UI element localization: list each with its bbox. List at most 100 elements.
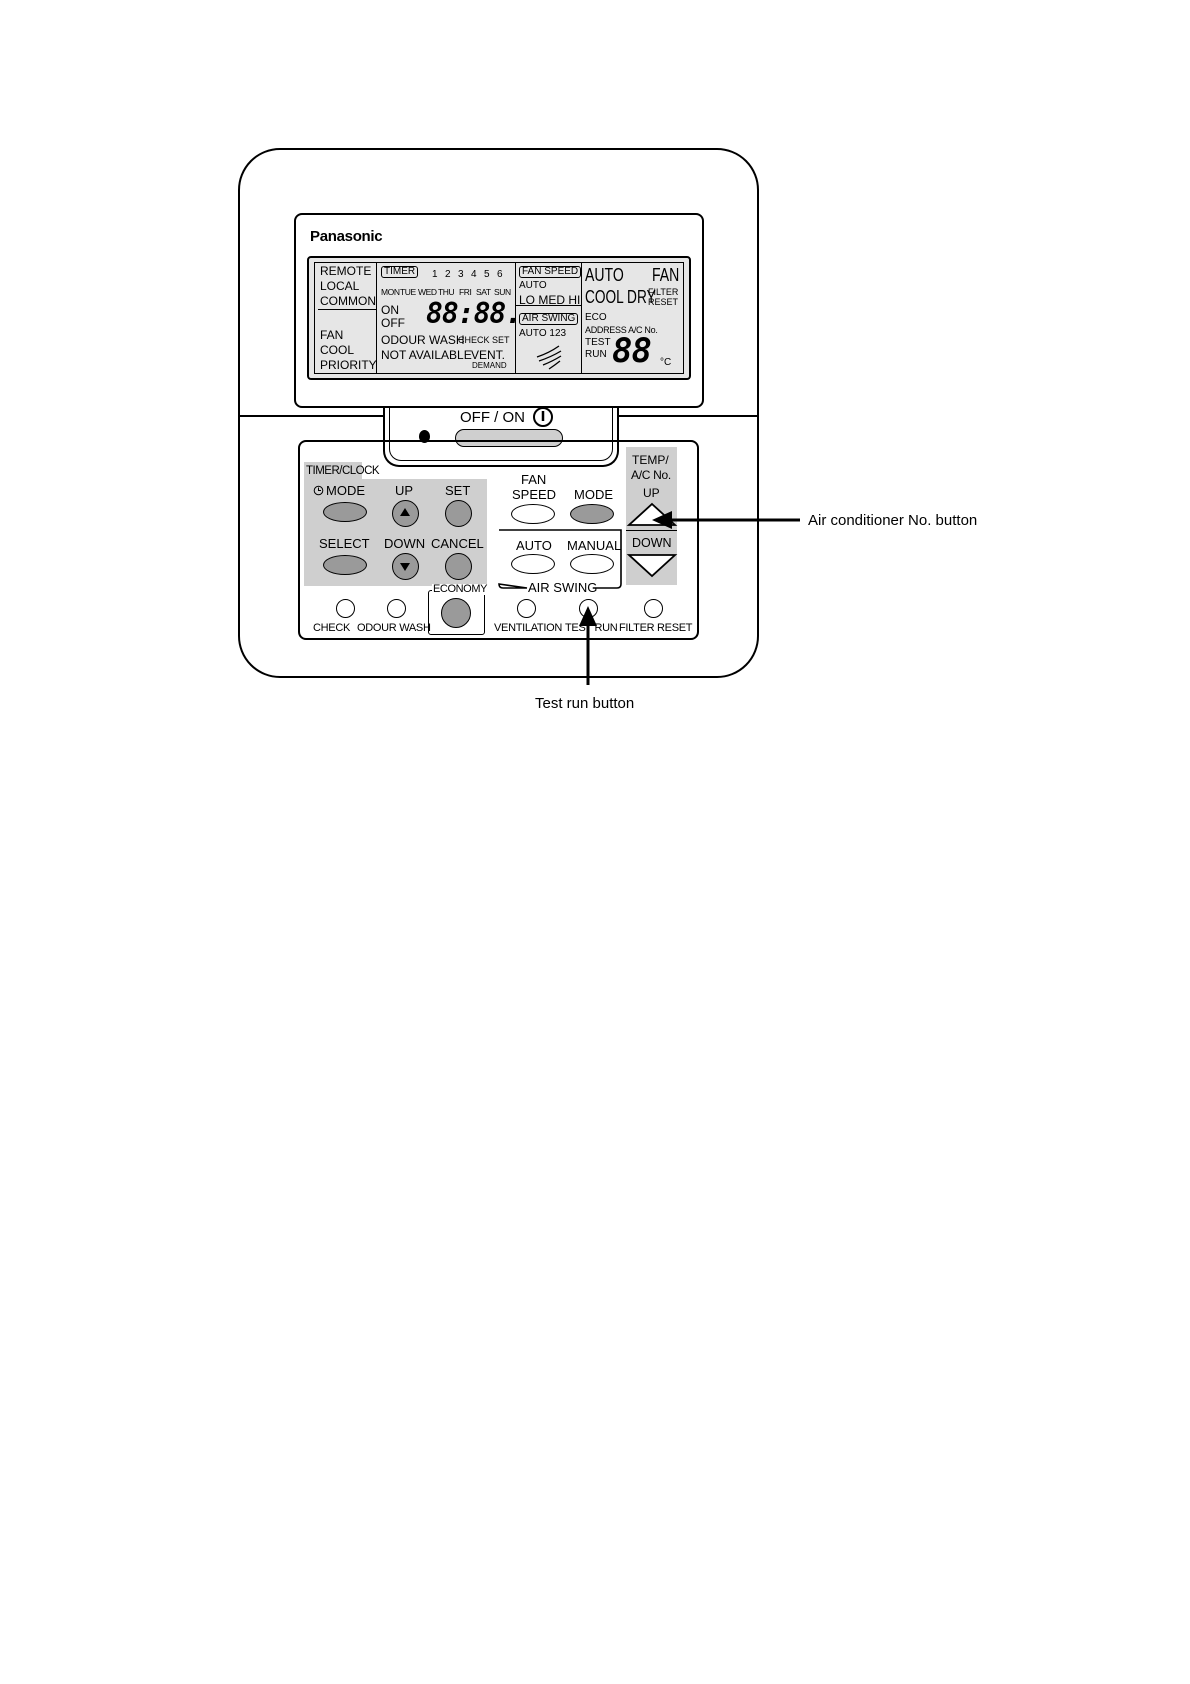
fan-speed-button[interactable] [511,504,555,524]
lcd-day: MON [381,287,400,297]
lcd-cool: COOL [320,343,355,357]
lcd-number: 1 [432,269,438,280]
lcd-remote: REMOTE [320,264,372,278]
off-on-button[interactable] [455,429,563,447]
air-swing-auto-button[interactable] [511,554,555,574]
select-button[interactable] [323,555,367,575]
lcd-fan-speed-box: FAN SPEED [519,266,582,278]
swing-louver-icon [536,345,562,370]
temp-down-label: DOWN [632,536,672,550]
test-run-label: TEST RUN [565,622,618,634]
lcd-day: FRI [459,287,472,297]
lcd-divider [581,262,582,374]
lcd-inner-border [314,262,684,374]
lcd-air-swing-box: AIR SWING [519,313,579,325]
mode2-label: MODE [574,487,613,502]
cancel-button[interactable] [445,553,472,580]
economy-button[interactable] [441,598,471,628]
lcd-divider [376,262,377,374]
power-label: OFF / ON [460,409,525,426]
filter-reset-label: FILTER RESET [619,622,693,634]
odour-wash-button[interactable] [387,599,406,618]
mode-label: MODE [326,483,365,498]
set-label: SET [445,483,471,498]
clock-icon [313,485,324,496]
lcd-number: 6 [497,269,503,280]
remote-controller-body [238,148,759,678]
lcd-mode-fan: FAN [652,265,680,285]
brand-logo: Panasonic [310,228,383,245]
odour-wash-label: ODOUR WASH [357,622,431,634]
down-label: DOWN [384,536,426,551]
ac-no-arrowhead [652,511,672,529]
timer-set-button[interactable] [445,500,472,527]
power-notch-inner [389,408,613,461]
lcd-fan: FAN [320,328,344,342]
lcd-vent: VENT. [471,348,506,362]
manual-label: MANUAL [567,538,622,553]
auto-label: AUTO [516,538,552,553]
temp-down-button[interactable] [626,553,678,579]
timer-up-button[interactable] [392,500,419,527]
test-run-arrowhead [579,606,597,626]
filter-reset-button[interactable] [644,599,663,618]
lcd-off: OFF [381,316,405,330]
lcd-number: 3 [458,269,464,280]
lcd-mode-cool-dry: COOL DRY [585,287,656,307]
lcd-local: LOCAL [320,279,360,293]
temp-label: TEMP/ [632,453,669,467]
lcd-day: SUN [494,287,511,297]
timer-clock-label-bg [304,462,362,482]
lcd-timer: TIMER [381,266,419,278]
lcd-fan-speed-levels: LO MED HI [519,293,581,307]
lcd-day: TUE [400,287,416,297]
check-button[interactable] [336,599,355,618]
lcd-number: 2 [445,269,451,280]
lcd-day: THU [438,287,455,297]
timer-down-button[interactable] [392,553,419,580]
lcd-address-ac-no: ADDRESS A/C No. [585,325,658,335]
fan-label: FAN [521,472,547,487]
economy-label: ECONOMY [432,583,489,595]
lcd-day: SAT [476,287,491,297]
up-arrow-icon [400,508,410,516]
ac-no-callout-label: Air conditioner No. button [808,512,978,529]
lcd-mode-auto: AUTO [585,265,624,285]
lcd-divider [515,305,581,306]
lcd-on: ON [381,303,399,317]
lcd-clock-digits: 88:88. [426,297,522,330]
check-label: CHECK [313,622,351,634]
lcd-filter: FILTER [648,287,679,297]
timer-clock-label: TIMER/CLOCK [306,465,380,477]
lcd-temp-digits: 88 [612,331,652,371]
ac-no-label: A/C No. [631,468,671,482]
air-swing-manual-button[interactable] [570,554,614,574]
lcd-common: COMMON [320,294,376,308]
select-label: SELECT [319,536,370,551]
lcd-reset: RESET [648,297,679,307]
lcd-check-set: CHECK SET [458,335,510,345]
lcd-divider [318,309,376,310]
lcd-display [307,256,691,380]
lcd-day: WED [418,287,437,297]
timer-mode-button[interactable] [323,502,367,522]
speed-label: SPEED [512,487,557,502]
lcd-temp-unit: °C [660,357,672,368]
up-label: UP [395,483,414,498]
lcd-test: TEST [585,337,611,348]
cancel-label: CANCEL [431,536,484,551]
lcd-air-swing-values: AUTO 123 [519,328,567,339]
lcd-eco: ECO [585,312,607,323]
control-panel [298,440,699,640]
lcd-number: 4 [471,269,477,280]
operation-indicator-lamp [419,430,430,443]
ventilation-label: VENTILATION [494,622,563,634]
lcd-fan-speed-auto: AUTO [519,280,547,291]
callout-arrows [579,511,800,685]
temp-divider [626,530,677,531]
temp-up-label: UP [643,486,660,500]
operation-mode-button[interactable] [570,504,614,524]
lcd-number: 5 [484,269,490,280]
ventilation-button[interactable] [517,599,536,618]
lcd-odour-wash: ODOUR WASH [381,333,465,347]
